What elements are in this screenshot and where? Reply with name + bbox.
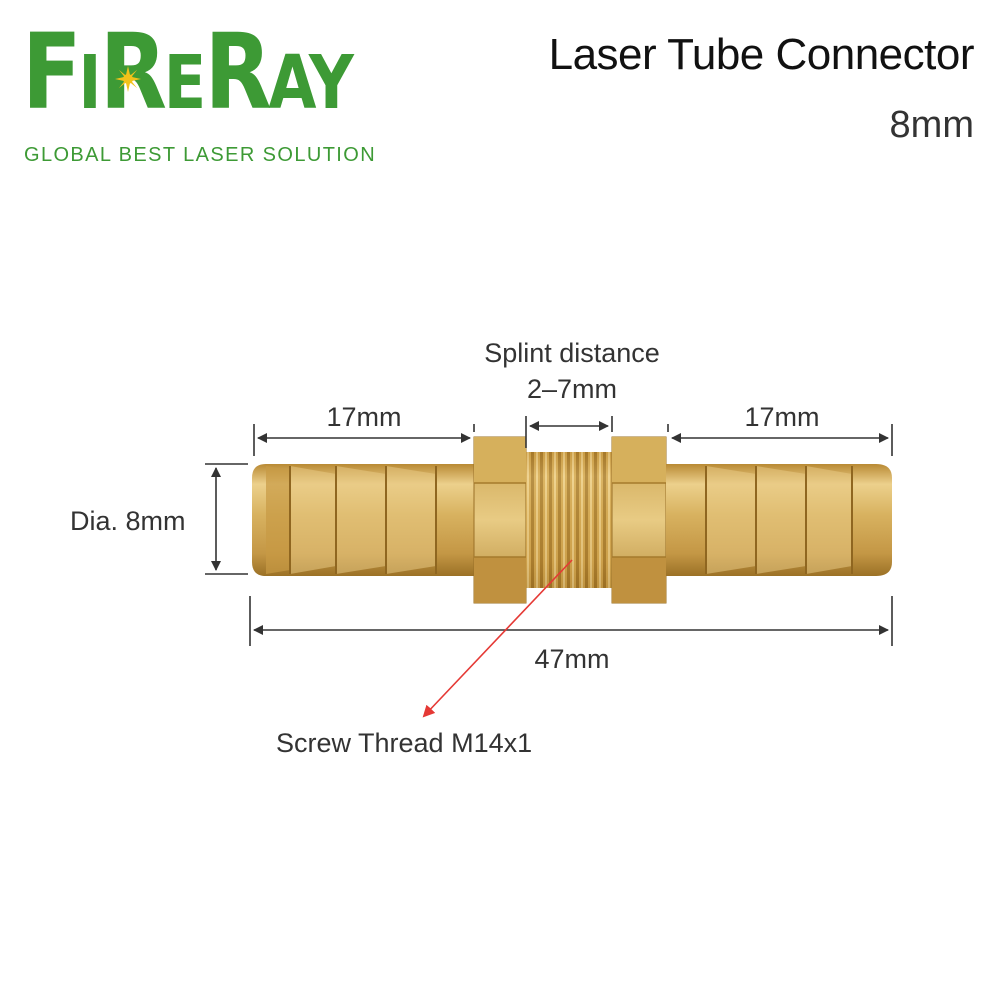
splint-distance-label: Splint distance — [484, 338, 660, 368]
right-barb — [666, 464, 892, 576]
left-barb-length: 17mm — [326, 402, 401, 432]
thread-pointer-arrow — [422, 559, 573, 718]
screw-thread-label: Screw Thread M14x1 — [276, 728, 532, 758]
left-hex-nut — [473, 436, 527, 604]
screw-thread — [526, 452, 612, 588]
sun-star-icon — [115, 66, 141, 92]
product-size: 8mm — [889, 104, 974, 146]
product-title: Laser Tube Connector — [548, 30, 975, 79]
left-barb — [252, 464, 474, 576]
right-barb-length: 17mm — [744, 402, 819, 432]
total-length-label: 47mm — [534, 644, 609, 674]
fireray-logo: FIRERAY GLOBAL BEST LASER SOLUTION — [22, 14, 452, 174]
splint-distance-value: 2–7mm — [527, 374, 617, 404]
logo-tagline: GLOBAL BEST LASER SOLUTION — [24, 144, 377, 166]
logo-wordmark: FIRERAY — [22, 11, 354, 133]
right-hex-nut — [611, 436, 667, 604]
diameter-label: Dia. 8mm — [70, 506, 186, 536]
